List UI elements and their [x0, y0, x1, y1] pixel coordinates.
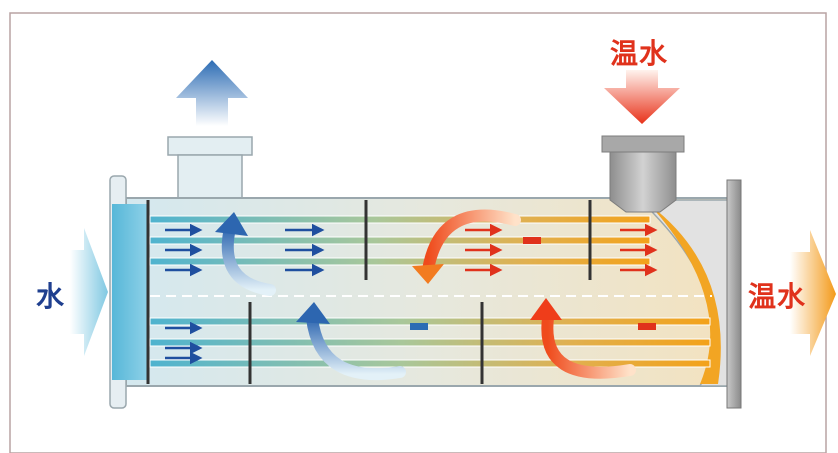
inlet-head [109, 175, 150, 409]
water-inlet-label: 水 [36, 280, 66, 313]
warm-water-outlet-label: 温水 [748, 280, 807, 313]
shell-body [125, 197, 731, 387]
warm-water-inlet-down-arrow [604, 70, 680, 124]
shell-flow-swirl-blue-2 [296, 302, 406, 381]
warm-water-inlet-label: 温水 [610, 37, 669, 70]
outlet-nozzle [167, 136, 253, 203]
shell-flow-swirl-blue-1 [215, 212, 276, 296]
baffles [248, 200, 592, 384]
image-border [9, 12, 827, 453]
warm-water-outlet-arrow [790, 230, 836, 356]
tube-bundle [149, 215, 712, 368]
water-outlet-up-arrow [176, 60, 248, 126]
water-inlet-arrow [70, 228, 108, 356]
return-head [638, 179, 742, 409]
tube-flow-arrows-cold [165, 223, 325, 365]
shell-flow-swirl-red-2 [530, 298, 636, 379]
hot-inlet-nozzle [601, 135, 685, 213]
tube-flow-arrows-hot [465, 223, 658, 277]
shell-flow-swirl-red-1 [412, 209, 521, 284]
